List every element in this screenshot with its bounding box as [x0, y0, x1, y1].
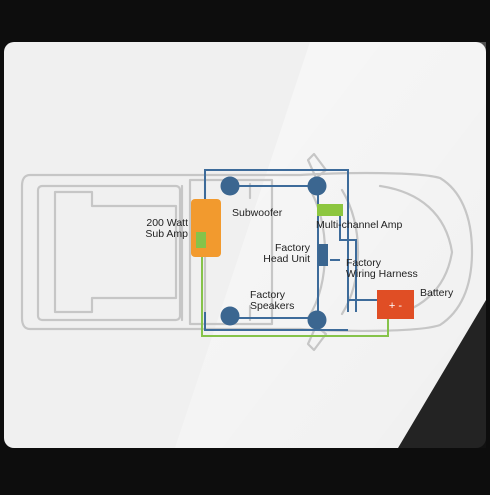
- wiring-harness-label-line1: Factory: [346, 257, 382, 269]
- light-sheen: [175, 42, 486, 448]
- battery-label: Battery: [420, 287, 454, 299]
- head-unit-label: Factory Head Unit: [254, 243, 310, 265]
- battery-terminals: + -: [389, 300, 402, 312]
- speakers-label: Factory Speakers: [250, 290, 294, 312]
- speakers-label-line1: Factory: [250, 289, 286, 301]
- wiring-harness-label-line2: Wiring Harness: [346, 268, 418, 280]
- subwoofer-label: Subwoofer: [232, 207, 283, 219]
- dark-corner: [398, 300, 486, 448]
- speakers-label-line2: Speakers: [250, 300, 295, 312]
- sub-amp-icon: [191, 199, 221, 257]
- wire-bottom-loop: [204, 312, 348, 331]
- multichannel-amp-label: Multi-channel Amp: [316, 219, 403, 231]
- speaker-icon: [220, 176, 240, 196]
- speaker-icon: [307, 310, 327, 330]
- speaker-icon: [307, 176, 327, 196]
- sub-amp-label-line2: Sub Amp: [145, 228, 188, 240]
- wiring-harness-label: Factory Wiring Harness: [346, 258, 418, 280]
- speaker-icon: [220, 306, 240, 326]
- head-unit-label-line2: Head Unit: [263, 253, 310, 265]
- wire-power-main: [201, 246, 389, 337]
- sub-amp-label: 200 Watt Sub Amp: [132, 218, 188, 240]
- sub-amp-label-line1: 200 Watt: [146, 217, 188, 229]
- battery-icon: [377, 290, 414, 319]
- head-unit-label-line1: Factory: [274, 242, 310, 254]
- power-wiring: [201, 246, 389, 337]
- head-unit-icon: [318, 244, 328, 266]
- sub-amp-power-terminal: [196, 232, 206, 248]
- multichannel-amp-icon: [317, 204, 343, 216]
